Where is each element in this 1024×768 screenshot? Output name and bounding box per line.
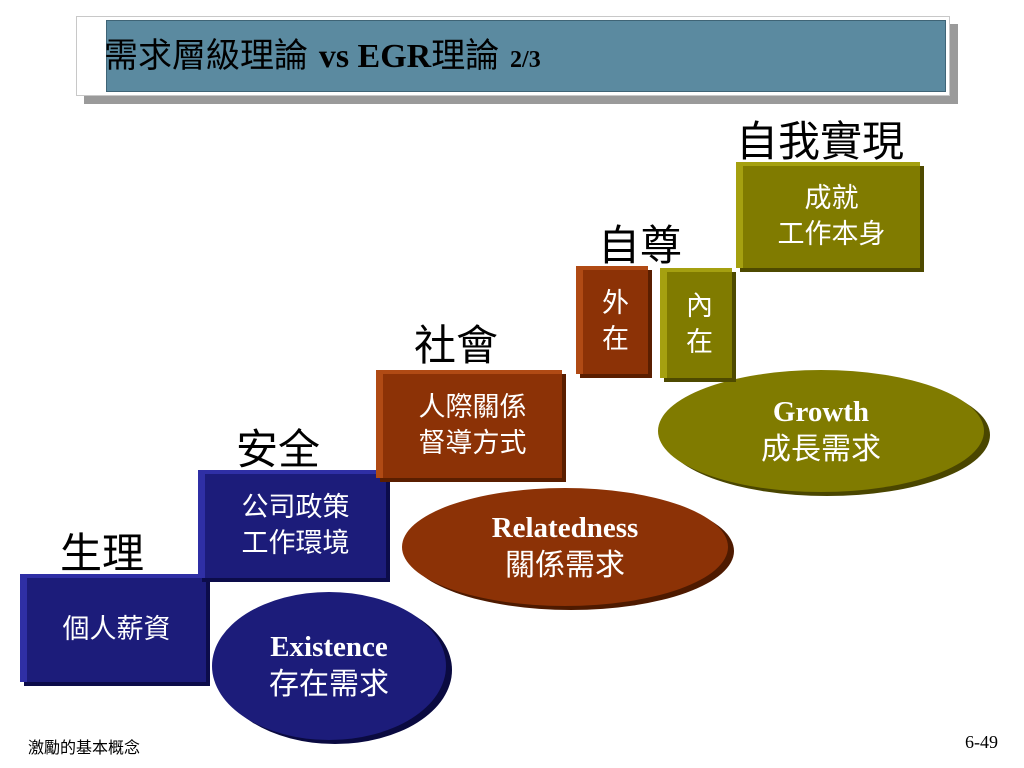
ellipse-existence: Existence 存在需求 bbox=[212, 592, 446, 740]
title-vs: vs EGR bbox=[318, 38, 432, 75]
block-esteem-external: 外 在 bbox=[576, 266, 648, 374]
block-safety-line1: 公司政策 bbox=[241, 492, 350, 523]
block-social-line1: 人際關係 bbox=[418, 392, 527, 423]
esteem-internal-line2: 在 bbox=[686, 327, 713, 358]
page-number: 6-49 bbox=[965, 732, 998, 752]
slide-title: 需求層級理論 vs EGR理論 2/3 bbox=[104, 34, 541, 82]
label-self-actualization: 自我實現 bbox=[736, 117, 905, 166]
existence-zh: 存在需求 bbox=[269, 667, 389, 702]
growth-en: Growth bbox=[772, 396, 870, 428]
block-self-actualization-line2: 工作本身 bbox=[777, 219, 886, 250]
footer-chapter: 激勵的基本概念 bbox=[28, 738, 141, 757]
label-social: 社會 bbox=[414, 321, 499, 370]
label-physiological: 生理 bbox=[60, 529, 145, 578]
esteem-external-line2: 在 bbox=[602, 324, 629, 355]
relatedness-zh: 關係需求 bbox=[505, 548, 625, 583]
ellipse-growth: Growth 成長需求 bbox=[658, 370, 984, 492]
esteem-internal-line1: 內 bbox=[686, 291, 713, 322]
title-suffix: 理論 bbox=[431, 36, 500, 76]
block-self-actualization: 成就 工作本身 bbox=[736, 162, 920, 268]
block-physiological-text: 個人薪資 bbox=[62, 614, 171, 645]
title-page: 2/3 bbox=[510, 47, 541, 73]
label-esteem: 自尊 bbox=[598, 221, 683, 270]
relatedness-en: Relatedness bbox=[491, 512, 639, 544]
title-main: 需求層級理論 bbox=[104, 36, 308, 76]
block-social: 人際關係 督導方式 bbox=[376, 370, 562, 478]
block-self-actualization-line1: 成就 bbox=[804, 183, 859, 214]
block-safety: 公司政策 工作環境 bbox=[198, 470, 386, 578]
ellipse-relatedness: Relatedness 關係需求 bbox=[402, 488, 728, 606]
block-safety-line2: 工作環境 bbox=[241, 528, 350, 559]
label-safety: 安全 bbox=[236, 425, 321, 474]
block-esteem-internal: 內 在 bbox=[660, 268, 732, 378]
growth-zh: 成長需求 bbox=[761, 432, 881, 467]
block-physiological: 個人薪資 bbox=[20, 574, 206, 682]
esteem-external-line1: 外 bbox=[602, 288, 629, 319]
existence-en: Existence bbox=[270, 631, 388, 663]
block-social-line2: 督導方式 bbox=[418, 428, 527, 459]
title-bar bbox=[106, 20, 946, 92]
